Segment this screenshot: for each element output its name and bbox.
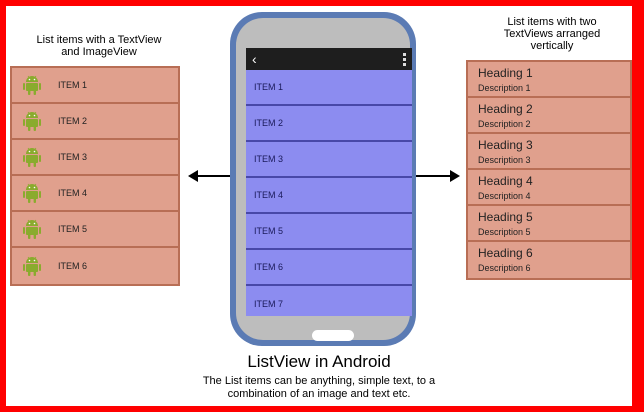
overflow-menu-icon[interactable] <box>403 52 406 66</box>
diagram-canvas: List items with a TextView and ImageView… <box>6 6 632 406</box>
phone-item-label: ITEM 7 <box>254 299 284 309</box>
left-caption: List items with a TextView and ImageView <box>14 34 184 58</box>
right-arrow-icon <box>416 170 460 182</box>
item-heading: Heading 1 <box>478 66 533 80</box>
left-item-label: ITEM 4 <box>58 188 88 198</box>
left-list-item: ITEM 2 <box>12 104 178 140</box>
phone-list-item[interactable]: ITEM 7 <box>246 286 412 316</box>
right-caption: List items with two TextViews arranged v… <box>472 16 632 52</box>
left-item-label: ITEM 2 <box>58 116 88 126</box>
back-icon[interactable]: ‹ <box>252 51 257 67</box>
android-icon <box>23 219 41 239</box>
right-list-item: Heading 1 Description 1 <box>468 62 630 98</box>
phone-mockup: ‹ ITEM 1 ITEM 2 ITEM 3 ITEM 4 ITEM 5 ITE… <box>230 12 416 346</box>
phone-list-item[interactable]: ITEM 3 <box>246 142 412 178</box>
right-caption-line1: List items with two <box>507 16 597 28</box>
item-description: Description 3 <box>478 155 531 165</box>
right-list-item: Heading 5 Description 5 <box>468 206 630 242</box>
right-caption-line2: TextViews arranged <box>503 28 601 40</box>
left-item-label: ITEM 1 <box>58 80 88 90</box>
left-list-item: ITEM 5 <box>12 212 178 248</box>
android-icon <box>23 75 41 95</box>
item-description: Description 1 <box>478 83 531 93</box>
item-heading: Heading 2 <box>478 102 533 116</box>
phone-list-item[interactable]: ITEM 2 <box>246 106 412 142</box>
right-list-item: Heading 4 Description 4 <box>468 170 630 206</box>
item-description: Description 5 <box>478 227 531 237</box>
left-caption-line1: List items with a TextView <box>36 34 162 46</box>
android-icon <box>23 256 41 276</box>
app-bar: ‹ <box>246 48 412 70</box>
item-heading: Heading 6 <box>478 246 533 260</box>
phone-list-item[interactable]: ITEM 5 <box>246 214 412 250</box>
phone-bezel: ‹ ITEM 1 ITEM 2 ITEM 3 ITEM 4 ITEM 5 ITE… <box>236 18 412 341</box>
left-list-item: ITEM 3 <box>12 140 178 176</box>
android-icon <box>23 147 41 167</box>
left-item-label: ITEM 6 <box>58 261 88 271</box>
left-list-item: ITEM 6 <box>12 248 178 284</box>
left-list-item: ITEM 1 <box>12 68 178 104</box>
item-description: Description 6 <box>478 263 531 273</box>
home-button[interactable] <box>312 330 354 341</box>
android-icon <box>23 183 41 203</box>
item-heading: Heading 4 <box>478 174 533 188</box>
left-item-label: ITEM 5 <box>58 224 88 234</box>
phone-list-item[interactable]: ITEM 4 <box>246 178 412 214</box>
diagram-title: ListView in Android <box>247 352 391 371</box>
phone-screen: ‹ ITEM 1 ITEM 2 ITEM 3 ITEM 4 ITEM 5 ITE… <box>246 48 412 316</box>
item-description: Description 2 <box>478 119 531 129</box>
phone-item-label: ITEM 1 <box>254 82 284 92</box>
android-icon <box>23 111 41 131</box>
left-list-item: ITEM 4 <box>12 176 178 212</box>
right-list-item: Heading 3 Description 3 <box>468 134 630 170</box>
phone-item-label: ITEM 2 <box>254 118 284 128</box>
phone-item-label: ITEM 6 <box>254 262 284 272</box>
left-arrow-icon <box>188 170 232 182</box>
left-list: ITEM 1 ITEM 2 ITEM 3 ITEM 4 ITEM 5 ITEM … <box>10 66 180 286</box>
right-list-item: Heading 2 Description 2 <box>468 98 630 134</box>
diagram-subtitle: The List items can be anything, simple t… <box>6 375 632 401</box>
item-heading: Heading 5 <box>478 210 533 224</box>
right-list: Heading 1 Description 1 Heading 2 Descri… <box>466 60 632 280</box>
phone-item-label: ITEM 4 <box>254 190 284 200</box>
item-description: Description 4 <box>478 191 531 201</box>
phone-list-item[interactable]: ITEM 6 <box>246 250 412 286</box>
phone-list-item[interactable]: ITEM 1 <box>246 70 412 106</box>
subtitle-line1: The List items can be anything, simple t… <box>202 375 436 387</box>
subtitle-line2: combination of an image and text etc. <box>227 388 411 400</box>
left-caption-line2: and ImageView <box>61 46 137 58</box>
right-caption-line3: vertically <box>530 40 574 52</box>
item-heading: Heading 3 <box>478 138 533 152</box>
phone-item-label: ITEM 3 <box>254 154 284 164</box>
right-list-item: Heading 6 Description 6 <box>468 242 630 278</box>
phone-item-label: ITEM 5 <box>254 226 284 236</box>
left-item-label: ITEM 3 <box>58 152 88 162</box>
